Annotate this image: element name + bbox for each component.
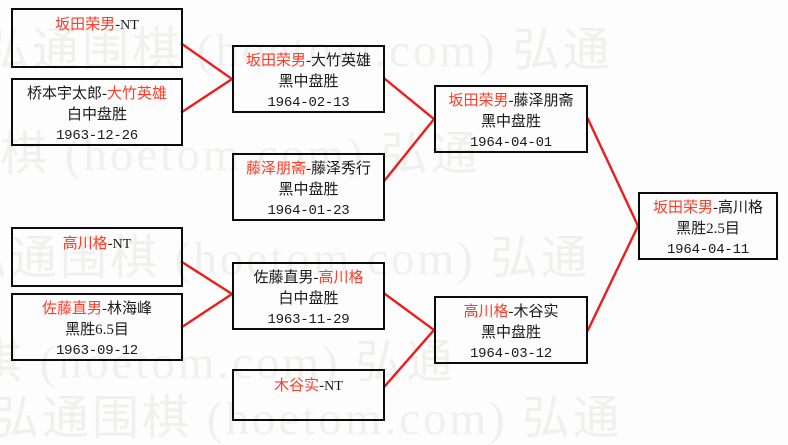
player-separator: - <box>508 304 514 320</box>
match-players: 佐藤直男-高川格 <box>234 268 383 289</box>
player-separator: - <box>713 200 718 216</box>
connector-r1m1-to-r2m1 <box>180 42 234 81</box>
player-separator: - <box>306 161 311 177</box>
match-players: 高川格-木谷实 <box>436 302 586 323</box>
match-date: 1963-12-26 <box>55 128 138 144</box>
player-left: 坂田荣男 <box>245 53 306 69</box>
connector-r3m2-to-final <box>586 224 640 332</box>
match-date: 1964-02-13 <box>267 95 350 111</box>
match-box-r1m2[interactable]: 桥本宇太郎-大竹英雄 白中盘胜 1963-12-26 <box>11 78 183 146</box>
match-players: 坂田荣男-大竹英雄 <box>234 51 383 72</box>
player-right: 高川格 <box>318 270 364 286</box>
player-right: 藤泽秀行 <box>311 161 372 177</box>
player-separator: - <box>313 270 319 286</box>
player-separator: - <box>115 17 121 33</box>
player-winner: 高川格 <box>62 236 108 252</box>
match-box-r2m2[interactable]: 藤泽朋斋-藤泽秀行 黑中盘胜 1964-01-23 <box>232 153 385 221</box>
match-players: 高川格-NT <box>13 234 181 255</box>
player-left: 坂田荣男 <box>448 93 509 109</box>
match-box-r1m4[interactable]: 佐藤直男-林海峰 黑胜6.5目 1963-09-12 <box>11 293 183 361</box>
match-players: 坂田荣男-藤泽朋斋 <box>436 91 586 112</box>
player-separator: - <box>508 93 514 109</box>
player-left: 桥本宇太郎 <box>26 86 102 102</box>
match-result: 黑胜6.5目 <box>65 322 129 338</box>
player-right: 木谷实 <box>513 304 559 320</box>
connector-r1m4-to-r2m3 <box>180 292 234 329</box>
match-result: 黑中盘胜 <box>480 325 541 341</box>
connector-r2m1-to-r3m1 <box>383 77 436 121</box>
player-separator: - <box>319 378 325 394</box>
match-result: 白中盘胜 <box>278 291 339 307</box>
player-separator: - <box>102 301 107 317</box>
match-date: 1964-04-01 <box>469 135 552 151</box>
player-opponent: NT <box>112 237 132 252</box>
player-separator: - <box>102 86 107 102</box>
connector-r3m1-to-final <box>586 117 640 228</box>
connector-r1m2-to-r2m1 <box>180 77 234 114</box>
match-players: 桥本宇太郎-大竹英雄 <box>13 84 181 105</box>
player-opponent: NT <box>120 18 139 33</box>
match-players: 藤泽朋斋-藤泽秀行 <box>234 159 383 180</box>
match-result: 黑中盘胜 <box>278 74 339 90</box>
connector-r2m2-to-r3m1 <box>383 117 436 182</box>
match-box-r3m1[interactable]: 坂田荣男-藤泽朋斋 黑中盘胜 1964-04-01 <box>434 85 588 153</box>
match-players: 木谷实-NT <box>234 376 383 397</box>
match-box-r2m4[interactable]: 木谷实-NT <box>232 369 385 421</box>
match-date: 1964-03-12 <box>469 346 552 362</box>
match-result: 黑胜2.5目 <box>676 221 740 237</box>
match-players: 坂田荣男-NT <box>13 15 181 36</box>
match-players: 坂田荣男-高川格 <box>640 198 776 219</box>
player-right: NT <box>324 379 343 394</box>
connector-r2m3-to-r3m2 <box>383 292 436 332</box>
match-date: 1963-09-12 <box>55 343 138 359</box>
match-date: 1964-01-23 <box>267 203 350 219</box>
player-right: 高川格 <box>718 200 764 216</box>
player-separator: - <box>306 53 311 69</box>
player-right: 大竹英雄 <box>107 86 168 102</box>
match-result: 黑中盘胜 <box>480 114 541 130</box>
match-result: 黑中盘胜 <box>278 182 339 198</box>
match-players: 佐藤直男-林海峰 <box>13 299 181 320</box>
connector-r2m4-to-r3m2 <box>383 328 436 388</box>
player-right: 林海峰 <box>107 301 153 317</box>
player-right: 藤泽朋斋 <box>513 93 574 109</box>
match-date: 1964-04-11 <box>666 242 749 258</box>
player-winner: 坂田荣男 <box>55 17 116 33</box>
player-separator: - <box>107 236 113 252</box>
match-result: 白中盘胜 <box>66 107 127 123</box>
match-box-final[interactable]: 坂田荣男-高川格 黑胜2.5目 1964-04-11 <box>638 192 778 260</box>
match-date: 1963-11-29 <box>267 312 350 328</box>
player-left: 藤泽朋斋 <box>245 161 306 177</box>
player-left: 木谷实 <box>274 378 320 394</box>
player-left: 佐藤直男 <box>41 301 102 317</box>
player-right: 大竹英雄 <box>311 53 372 69</box>
player-left: 佐藤直男 <box>253 270 314 286</box>
match-box-r2m1[interactable]: 坂田荣男-大竹英雄 黑中盘胜 1964-02-13 <box>232 45 385 113</box>
connector-r1m3-to-r2m3 <box>180 260 234 296</box>
match-box-r1m3[interactable]: 高川格-NT <box>11 227 183 287</box>
player-left: 坂田荣男 <box>652 200 713 216</box>
match-box-r2m3[interactable]: 佐藤直男-高川格 白中盘胜 1963-11-29 <box>232 262 385 330</box>
match-box-r1m1[interactable]: 坂田荣男-NT <box>11 8 183 68</box>
match-box-r3m2[interactable]: 高川格-木谷实 黑中盘胜 1964-03-12 <box>434 296 588 364</box>
player-left: 高川格 <box>463 304 509 320</box>
